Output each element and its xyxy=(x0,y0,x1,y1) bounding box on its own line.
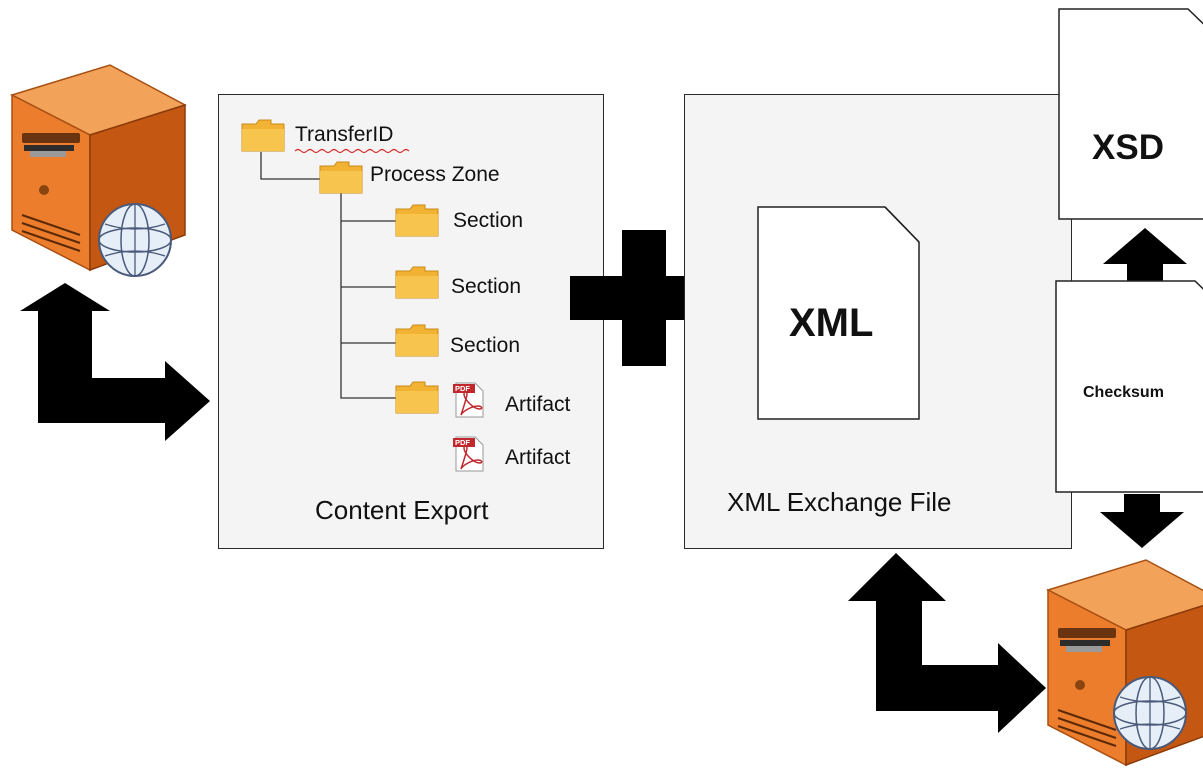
content-export-caption: Content Export xyxy=(315,495,489,525)
tree-section-label: Section xyxy=(453,209,524,232)
pdf-icon: PDF xyxy=(453,435,485,473)
checksum-document: Checksum xyxy=(1055,280,1203,493)
xml-document-label: XML xyxy=(789,301,874,345)
pdf-badge: PDF xyxy=(455,438,470,447)
arrow-icon xyxy=(848,553,1046,733)
checksum-label: Checksum xyxy=(1083,384,1164,401)
tree-section-label: Section xyxy=(451,275,522,298)
folder-icon xyxy=(395,381,439,414)
tree-process-zone-label: Process Zone xyxy=(370,163,500,186)
globe-icon xyxy=(1113,676,1187,750)
folder-icon xyxy=(395,204,439,237)
arrow-icon xyxy=(20,283,210,441)
tree-section-label: Section xyxy=(450,334,521,357)
server-right xyxy=(1040,545,1203,767)
folder-icon xyxy=(395,324,439,357)
xsd-document: XSD xyxy=(1058,8,1203,220)
folder-icon xyxy=(395,266,439,299)
tree-root-label: TransferID xyxy=(295,123,394,146)
spellcheck-underline xyxy=(294,148,410,154)
folder-icon xyxy=(241,119,285,152)
pdf-badge: PDF xyxy=(455,384,470,393)
folder-icon xyxy=(319,161,363,194)
tree-artifact-label: Artifact xyxy=(505,393,571,416)
content-export-panel: PDF PDF TransferID Process Zone Section … xyxy=(218,94,604,549)
tree-connectors xyxy=(260,152,397,399)
arrow-icon xyxy=(1103,228,1187,282)
xml-document-icon xyxy=(757,206,920,420)
server-left xyxy=(0,55,200,277)
tree-artifact-label: Artifact xyxy=(505,446,571,469)
globe-icon xyxy=(98,203,172,277)
xml-exchange-panel: XML XML Exchange File xyxy=(684,94,1072,549)
xml-exchange-caption: XML Exchange File xyxy=(727,487,952,517)
xsd-label: XSD xyxy=(1092,128,1164,167)
pdf-icon: PDF xyxy=(453,381,485,419)
arrow-icon xyxy=(1100,494,1184,548)
